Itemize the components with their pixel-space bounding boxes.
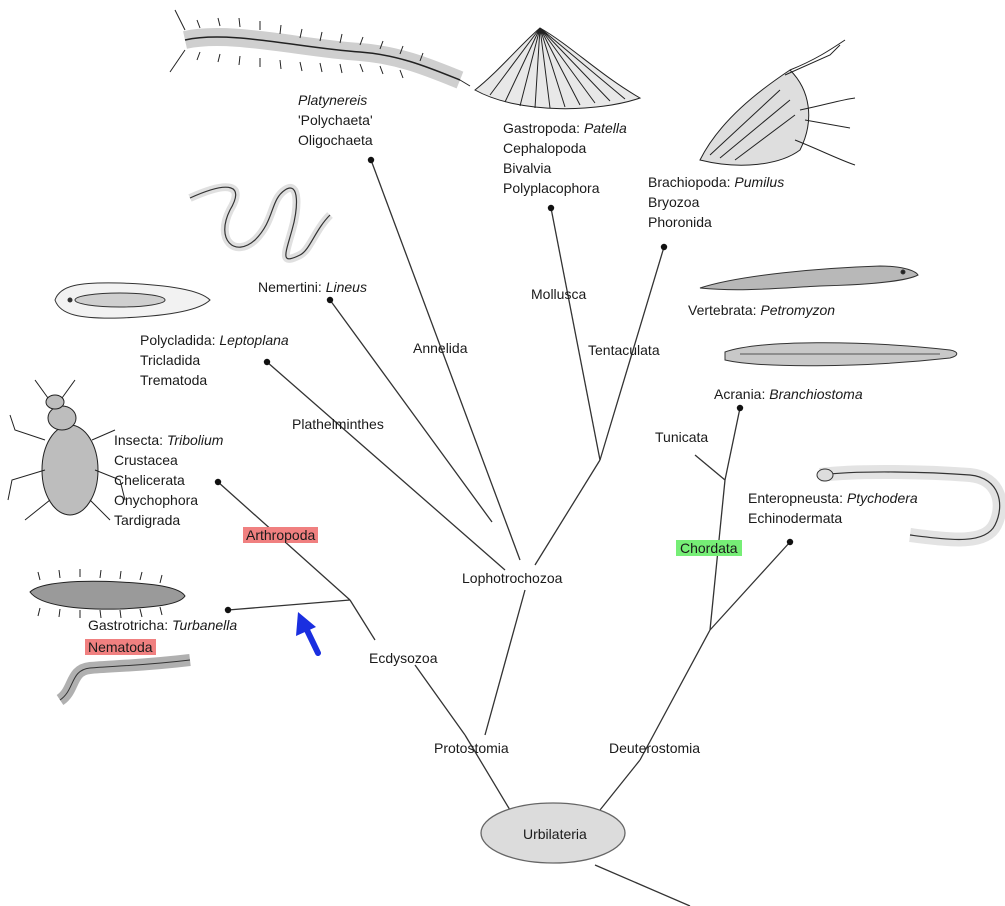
insect-prefix: Insecta:	[114, 432, 167, 448]
mollusca-branch	[551, 208, 600, 460]
protostomia-label: Protostomia	[434, 741, 509, 755]
flatworm-line-2: Trematoda	[140, 370, 289, 390]
acrania-branch	[725, 408, 740, 480]
mollusc-line-1: Cephalopoda	[503, 138, 627, 158]
lophotrochozoa-branch	[485, 590, 525, 735]
brachiopod-line-1: Bryozoa	[648, 192, 784, 212]
gastrotrich-taxa: Gastrotricha: Turbanella	[88, 615, 237, 635]
brachiopod-taxa: Brachiopoda: Pumilus Bryozoa Phoronida	[648, 172, 784, 232]
brachiopod-prefix: Brachiopoda:	[648, 174, 734, 190]
insect-line-4: Tardigrada	[114, 510, 223, 530]
brachiopod-genus: Pumilus	[734, 174, 784, 190]
deuterostomia-branch	[600, 760, 640, 810]
hemichordate-genus: Ptychodera	[847, 490, 918, 506]
vertebrate-prefix: Vertebrata:	[688, 302, 760, 318]
acrania-node	[737, 405, 743, 411]
nemertine-worm-illustration	[190, 187, 330, 259]
insect-line-3: Onychophora	[114, 490, 223, 510]
ecdysozoa-label: Ecdysozoa	[369, 651, 437, 665]
nemertine-node	[327, 297, 333, 303]
annelid-genus: Platynereis	[298, 90, 373, 110]
insect-taxa: Insecta: Tribolium Crustacea Chelicerata…	[114, 430, 223, 530]
gastrotrich-illustration	[30, 569, 185, 618]
nematoda-label: Nematoda	[85, 639, 156, 655]
annelid-line-2: Oligochaeta	[298, 130, 373, 150]
tentaculata-label: Tentaculata	[588, 343, 660, 357]
mollusc-line-3: Polyplacophora	[503, 178, 627, 198]
flatworm-illustration	[55, 283, 210, 318]
annelid-node	[368, 157, 374, 163]
nematode-worm-illustration	[60, 660, 190, 700]
mollusca-label: Mollusca	[531, 287, 586, 301]
flatworm-prefix: Polycladida:	[140, 332, 219, 348]
ecdysozoa-branch	[415, 665, 465, 735]
tunicata-label: Tunicata	[655, 430, 708, 444]
deuterostomia-label: Deuterostomia	[609, 741, 700, 755]
plathelminthes-label: Plathelminthes	[292, 417, 384, 431]
insect-line-2: Chelicerata	[114, 470, 223, 490]
vertebrate-genus: Petromyzon	[760, 302, 835, 318]
annelid-line-1: 'Polychaeta'	[298, 110, 373, 130]
beetle-illustration	[8, 380, 125, 520]
nemertine-prefix: Nemertini:	[258, 279, 326, 295]
ecdysozoa-node-line	[350, 600, 375, 640]
gastrotrich-node	[225, 607, 231, 613]
nematoda-branch	[228, 600, 350, 610]
annelida-branch	[371, 160, 520, 560]
vertebrate-taxa: Vertebrata: Petromyzon	[688, 300, 835, 320]
mollusc-prefix: Gastropoda:	[503, 120, 584, 136]
acrania-genus: Branchiostoma	[769, 386, 862, 402]
annelida-label: Annelida	[413, 341, 468, 355]
root-stem-line	[595, 865, 690, 906]
blue-arrow-icon	[296, 612, 318, 653]
mollusc-node	[548, 205, 554, 211]
annelid-taxa: Platynereis 'Polychaeta' Oligochaeta	[298, 90, 373, 150]
gastrotrich-genus: Turbanella	[172, 617, 237, 633]
lophotrochozoa-label: Lophotrochozoa	[462, 571, 562, 585]
chordata-label: Chordata	[676, 540, 742, 556]
mollusc-line-2: Bivalvia	[503, 158, 627, 178]
insect-genus: Tribolium	[167, 432, 224, 448]
brachiopod-line-2: Phoronida	[648, 212, 784, 232]
lancelet-illustration	[725, 343, 957, 366]
flatworm-genus: Leptoplana	[219, 332, 288, 348]
hemichordate-prefix: Enteropneusta:	[748, 490, 847, 506]
arthropoda-label: Arthropoda	[243, 527, 318, 543]
lamprey-illustration	[700, 266, 918, 290]
flatworm-taxa: Polycladida: Leptoplana Tricladida Trema…	[140, 330, 289, 390]
lophotrochozoa-upper-branch	[535, 460, 600, 565]
acrania-taxa: Acrania: Branchiostoma	[714, 384, 863, 404]
limpet-shell-illustration	[475, 28, 640, 109]
mollusc-genus: Patella	[584, 120, 627, 136]
flatworm-line-1: Tricladida	[140, 350, 289, 370]
nemertine-genus: Lineus	[326, 279, 367, 295]
mollusc-taxa: Gastropoda: Patella Cephalopoda Bivalvia…	[503, 118, 627, 198]
hemichordate-line-1: Echinodermata	[748, 508, 918, 528]
acrania-prefix: Acrania:	[714, 386, 769, 402]
hemichordate-taxa: Enteropneusta: Ptychodera Echinodermata	[748, 488, 918, 528]
gastrotrich-prefix: Gastrotricha:	[88, 617, 172, 633]
brachiopod-illustration	[700, 40, 855, 165]
urbilateria-label: Urbilateria	[523, 826, 587, 842]
hemichordate-node	[787, 539, 793, 545]
insect-line-1: Crustacea	[114, 450, 223, 470]
brachiopod-node	[661, 244, 667, 250]
polychaete-worm-illustration	[170, 10, 470, 86]
nemertine-taxa: Nemertini: Lineus	[258, 277, 367, 297]
tunicata-branch	[695, 455, 725, 480]
